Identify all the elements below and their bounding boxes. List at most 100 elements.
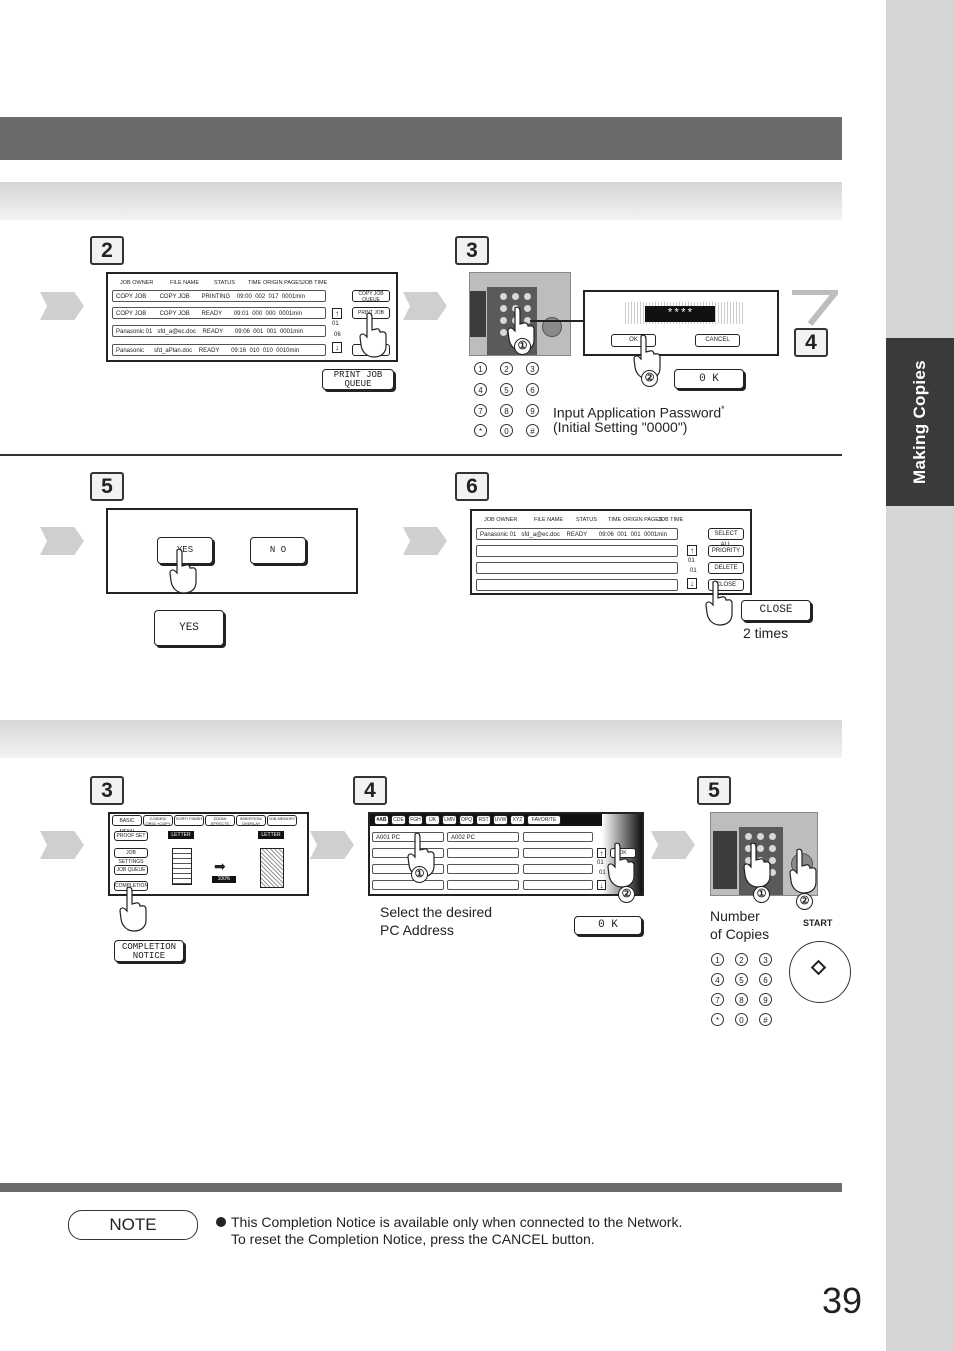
tab-zoom-effects[interactable]: ZOOM/ EFFECTS — [205, 815, 235, 826]
job-queue-button[interactable]: JOB QUEUE — [114, 865, 148, 875]
job-queue-screen: JOB OWNER FILE NAME STATUS TIME ORIGIN P… — [106, 272, 398, 362]
flow-arrow — [40, 831, 84, 859]
cancel-button[interactable]: CANCEL — [695, 334, 740, 347]
col-header: FILE NAME — [170, 280, 200, 286]
address-entry[interactable] — [447, 864, 519, 874]
tab-2-sided[interactable]: 2-SIDED/ ORIG.+COPY — [143, 815, 173, 826]
select-all-button[interactable]: SELECT ALL — [708, 528, 744, 548]
address-entry[interactable] — [447, 848, 519, 858]
paper-size-right: LETTER — [258, 831, 284, 839]
page-number: 39 — [822, 1280, 863, 1321]
password-field[interactable]: **** — [645, 306, 715, 322]
ok-button[interactable]: OK — [610, 848, 636, 858]
flow-arrow — [403, 527, 447, 555]
marker-1: ① — [411, 866, 428, 883]
table-row[interactable] — [476, 562, 678, 574]
lcd-display — [713, 831, 737, 889]
copy-job-queue-button[interactable]: COPY JOB QUEUE — [352, 290, 390, 303]
address-entry[interactable] — [523, 848, 593, 858]
table-row[interactable]: Panasonic sfd_aPlan.doc READY 09:16 010 … — [112, 344, 326, 356]
note-line-1: This Completion Notice is available only… — [231, 1214, 683, 1230]
pointing-hand-icon — [705, 580, 733, 626]
print-job-queue-button[interactable]: PRINT JOB QUEUE — [322, 369, 394, 390]
lcd-display — [470, 291, 486, 337]
tab-lmn[interactable]: LMN — [442, 815, 457, 825]
tab-job-memory[interactable]: JOB MEMORY — [267, 815, 297, 826]
job-settings-button[interactable]: JOB SETTINGS — [114, 848, 148, 865]
table-row[interactable]: Panasonic 01 sfd_a@ec.doc READY 09:06 00… — [476, 528, 678, 540]
section-bar-1 — [0, 182, 842, 220]
tab-uvw[interactable]: UVW — [493, 815, 508, 825]
start-label: START — [803, 918, 833, 928]
address-entry[interactable] — [447, 880, 519, 890]
tab-cde[interactable]: CDE — [391, 815, 406, 825]
paper-size-left: LETTER — [168, 831, 194, 839]
sidebar — [886, 0, 954, 1351]
col-header: ORIGIN PAGES — [263, 280, 303, 286]
scroll-down-button[interactable]: ↓ — [687, 578, 697, 589]
yes-button[interactable]: YES — [157, 537, 213, 564]
control-panel-image — [469, 272, 571, 356]
step-number: 3 — [455, 236, 489, 265]
tab-favorite[interactable]: FAVORITE — [527, 815, 561, 825]
col-header: JOB OWNER — [120, 280, 154, 286]
col-header: JOB TIME — [302, 280, 328, 286]
ok-button-large[interactable]: 0 K — [674, 369, 744, 389]
address-entry[interactable] — [372, 864, 444, 874]
scroll-down-button[interactable]: ↓ — [597, 880, 606, 890]
scroll-down-button[interactable]: ↓ — [332, 342, 342, 353]
flow-arrow — [403, 292, 447, 320]
tab-sort-finish[interactable]: SORT/ FINISH — [174, 815, 204, 826]
address-entry[interactable] — [523, 832, 593, 842]
tab-opq[interactable]: OPQ — [459, 815, 474, 825]
start-button[interactable] — [789, 941, 851, 1003]
address-entry[interactable]: A001 PC — [372, 832, 444, 842]
number-keypad: 1 2 3 4 5 6 7 8 9 * 0 # — [711, 953, 781, 1031]
tab-insertion-overlay[interactable]: INSERTION/ OVERLAY — [236, 815, 266, 826]
completion-notice-button[interactable]: COMPLETION NOTICE — [114, 940, 184, 962]
address-entry[interactable] — [372, 880, 444, 890]
section-tab: Making Copies — [886, 338, 954, 506]
page-total: 06 — [334, 332, 341, 338]
start-key — [542, 317, 562, 337]
address-entry[interactable] — [523, 880, 593, 890]
tab-xyz[interactable]: XYZ — [510, 815, 525, 825]
table-row[interactable] — [476, 545, 678, 557]
marker-2: ② — [796, 893, 813, 910]
note-line-2: To reset the Completion Notice, press th… — [231, 1231, 595, 1247]
table-row[interactable]: Panasonic 01 sfd_a@ec.doc READY 09:06 00… — [112, 325, 326, 337]
priority-button[interactable]: PRIORITY — [708, 545, 744, 557]
table-row[interactable]: COPY JOB COPY JOB PRINTING 09:00 002 017… — [112, 290, 326, 302]
arrow-right-icon: ➡ — [214, 858, 226, 874]
bullet-icon — [216, 1217, 226, 1227]
ok-button-large[interactable]: 0 K — [574, 916, 642, 935]
scroll-up-button[interactable]: ↑ — [597, 848, 606, 858]
page-counter: 01 — [332, 321, 339, 327]
no-button[interactable]: N O — [250, 537, 306, 564]
close-button-large[interactable]: CLOSE — [741, 600, 811, 621]
tab-basic-menu[interactable]: BASIC MENU — [112, 815, 142, 835]
delete-button[interactable]: DELETE — [708, 562, 744, 574]
step-number: 5 — [697, 776, 731, 805]
tab-fgh[interactable]: FGH — [408, 815, 423, 825]
proof-set-button[interactable]: PROOF SET — [114, 831, 148, 841]
tab-ijk[interactable]: IJK — [425, 815, 440, 825]
scroll-up-button[interactable]: ↑ — [332, 308, 342, 319]
address-entry[interactable]: A002 PC — [447, 832, 519, 842]
table-row[interactable]: COPY JOB COPY JOB READY 09:01 000 000 00… — [112, 307, 326, 319]
step-number: 2 — [90, 236, 124, 265]
table-row[interactable] — [476, 579, 678, 591]
flow-arrow — [40, 292, 84, 320]
tab-rst[interactable]: RST — [476, 815, 491, 825]
tab-ab[interactable]: #AB — [374, 815, 389, 825]
scroll-up-button[interactable]: ↑ — [687, 545, 697, 556]
pointing-hand-icon — [743, 842, 771, 888]
step-number: 4 — [794, 328, 828, 357]
address-entry[interactable] — [523, 864, 593, 874]
address-screen: #AB CDE FGH IJK LMN OPQ RST UVW XYZ FAVO… — [368, 812, 644, 896]
step-number: 4 — [353, 776, 387, 805]
confirm-screen: YES N O — [106, 508, 358, 594]
password-caption-2: (Initial Setting "0000") — [553, 419, 688, 435]
basic-menu-screen: BASIC MENU 2-SIDED/ ORIG.+COPY SORT/ FIN… — [108, 812, 309, 896]
yes-button-large[interactable]: YES — [154, 610, 224, 646]
